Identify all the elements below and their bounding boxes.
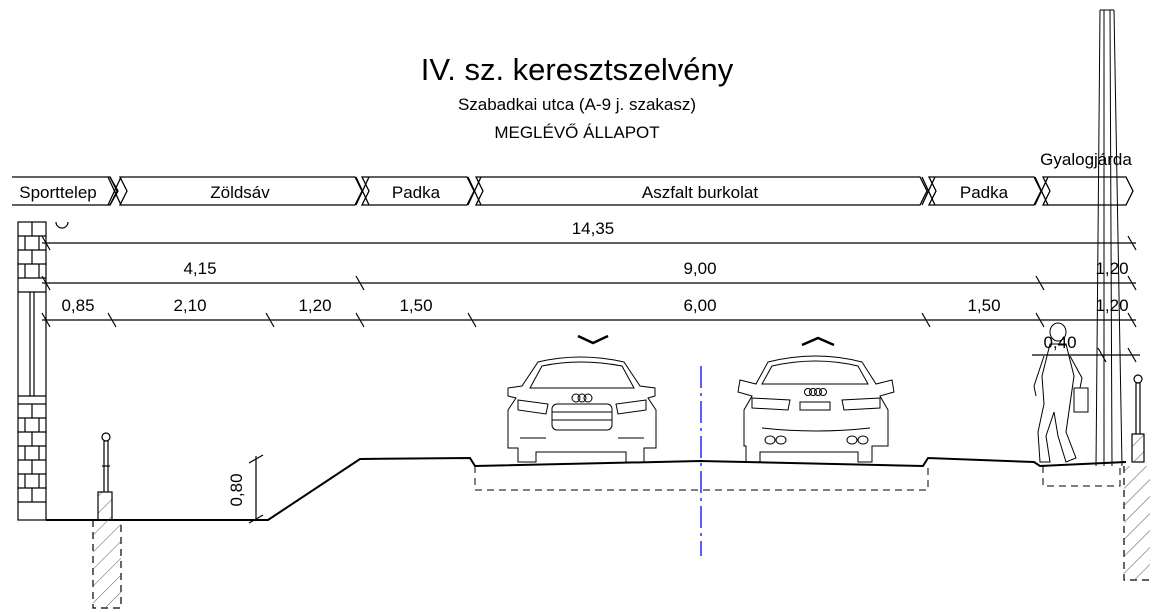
zone-label-zoldsav: Zöldsáv bbox=[210, 183, 270, 202]
zone-label-sporttelep: Sporttelep bbox=[19, 183, 97, 202]
lamp-post-right-icon bbox=[1123, 374, 1150, 581]
ground-profile bbox=[46, 456, 1127, 521]
zone-box-gyalogjarda bbox=[1041, 176, 1134, 206]
pedestrian-icon bbox=[1033, 322, 1089, 463]
lane-direction-up-icon bbox=[801, 336, 835, 347]
car-front-icon bbox=[507, 356, 657, 463]
dim-row3-1: 2,10 bbox=[173, 296, 206, 315]
zone-box-zoldsav bbox=[118, 176, 363, 206]
pole-icon bbox=[1095, 9, 1123, 467]
dim-row3-4: 6,00 bbox=[683, 296, 716, 315]
dim-row2-left: 4,15 bbox=[183, 259, 216, 278]
drawing-title: IV. sz. keresztszelvény bbox=[420, 52, 734, 87]
zone-label-padka-left: Padka bbox=[392, 183, 441, 202]
dim-row2-right: 1,20 bbox=[1095, 259, 1128, 278]
boundary-wall bbox=[17, 221, 69, 521]
zone-label-padka-right: Padka bbox=[960, 183, 1009, 202]
drawing-subtitle: Szabadkai utca (A-9 j. szakasz) bbox=[457, 95, 697, 114]
zone-arrow bbox=[109, 176, 119, 206]
dim-row3-2: 1,20 bbox=[298, 296, 331, 315]
zone-box-padka-left bbox=[360, 176, 475, 206]
lamp-post-icon bbox=[92, 432, 122, 609]
subgrade-dashed bbox=[474, 462, 1121, 491]
title-block: IV. sz. keresztszelvény Szabadkai utca (… bbox=[0, 52, 1154, 144]
dim-row2-mid: 9,00 bbox=[683, 259, 716, 278]
zone-label-aszfalt: Aszfalt burkolat bbox=[642, 183, 758, 202]
dim-total: 14,35 bbox=[572, 219, 615, 238]
zone-label-gyalogjarda: Gyalogjárda bbox=[1040, 150, 1132, 169]
zone-band bbox=[12, 176, 1134, 206]
zone-box-padka-right bbox=[927, 176, 1042, 206]
dim-row3-0: 0,85 bbox=[61, 296, 94, 315]
car-rear-icon bbox=[737, 355, 895, 463]
zone-box-aszfalt bbox=[474, 176, 928, 206]
dim-row3-6: 1,20 bbox=[1095, 296, 1128, 315]
drawing-state: MEGLÉVŐ ÁLLAPOT bbox=[494, 123, 660, 142]
dim-row3-3: 1,50 bbox=[399, 296, 432, 315]
dim-row3-5: 1,50 bbox=[967, 296, 1000, 315]
dimension-lines bbox=[41, 235, 1140, 524]
zone-box-sporttelep bbox=[12, 176, 118, 206]
dim-height: 0,80 bbox=[227, 473, 246, 506]
lane-direction-down-icon bbox=[577, 334, 609, 345]
